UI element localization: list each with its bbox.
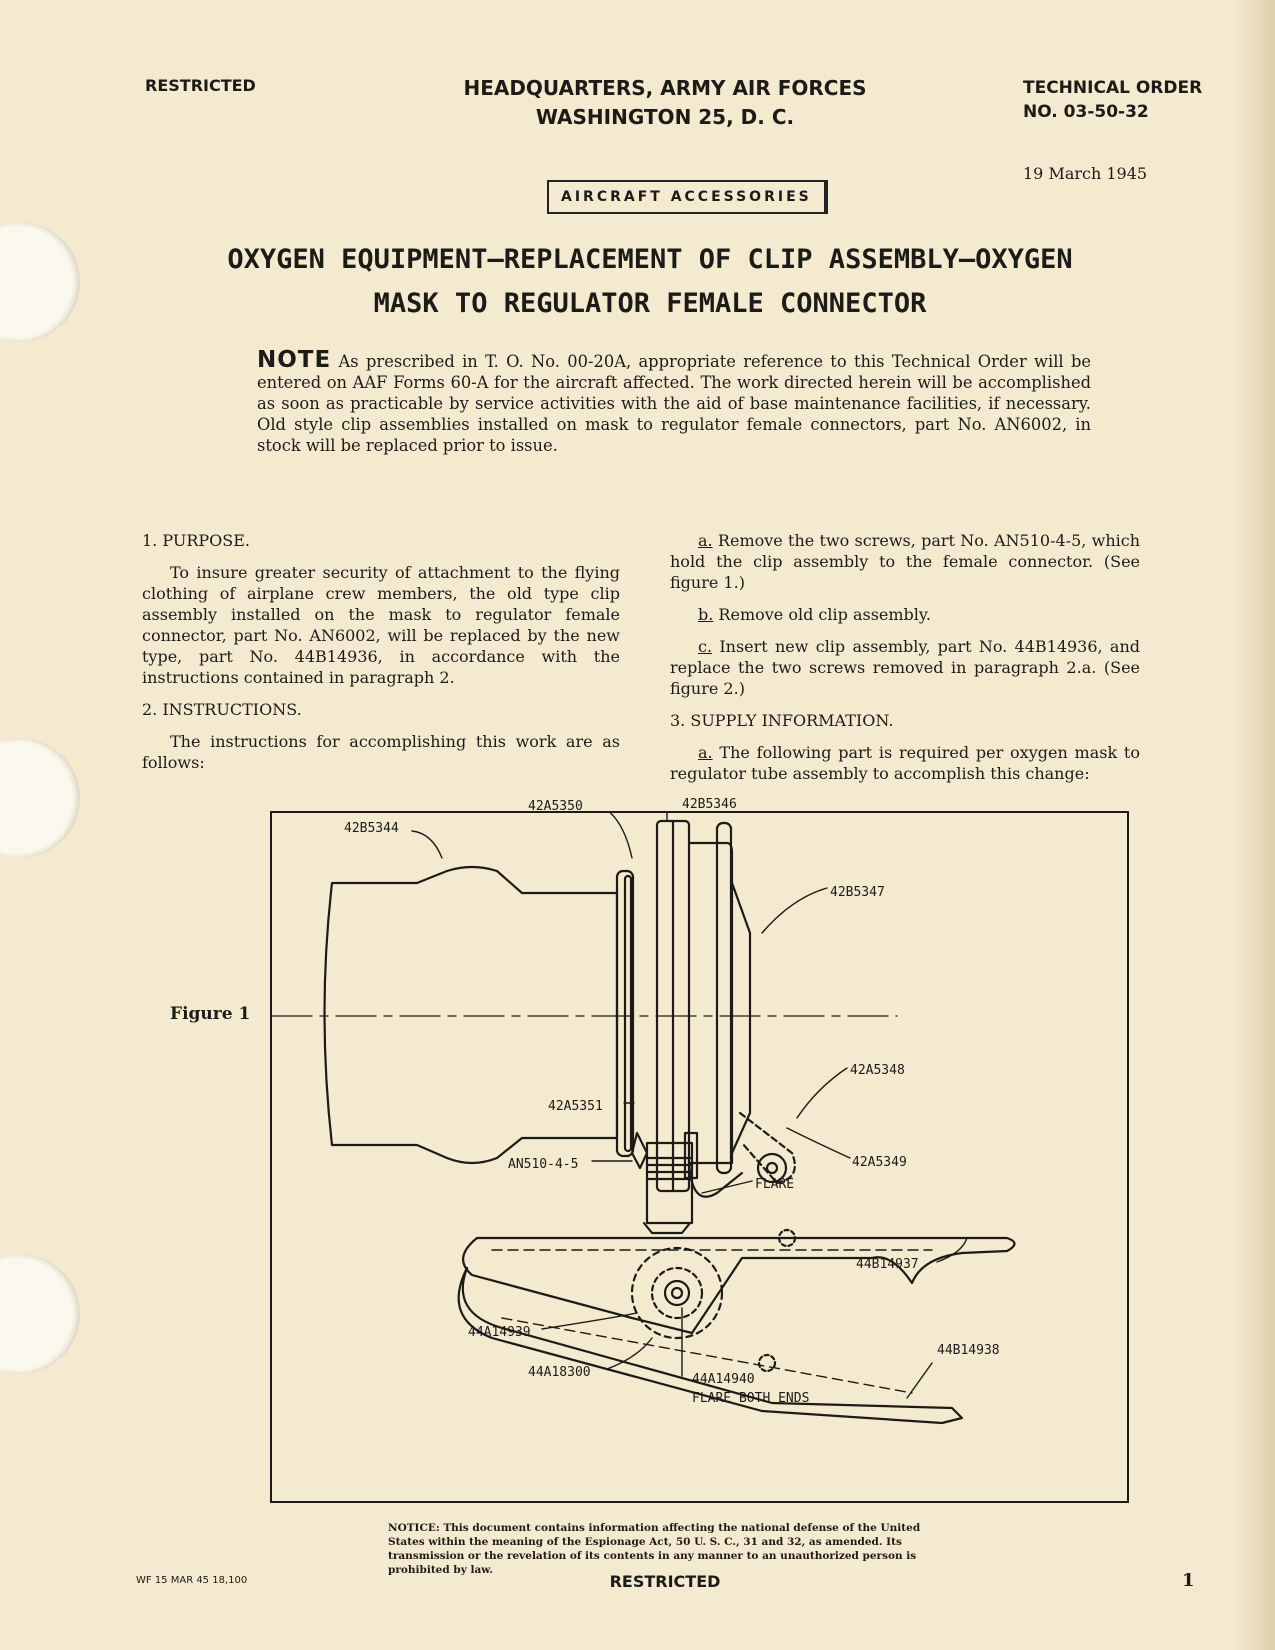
flare-top <box>642 1221 692 1235</box>
ring-inner <box>623 874 633 1153</box>
step-b-label: b. <box>698 605 714 624</box>
callout-44B14938: 44B14938 <box>937 1343 1000 1358</box>
page-edge-shading <box>1235 0 1275 1650</box>
note-paragraph: NOTE As prescribed in T. O. No. 00-20A, … <box>257 347 1092 456</box>
category-box: AIRCRAFT ACCESSORIES <box>547 180 828 214</box>
pivot-pin <box>663 1279 691 1307</box>
left-column: 1. PURPOSE. To insure greater security o… <box>142 530 620 784</box>
supply-a-text: The following part is required per oxyge… <box>670 743 1140 783</box>
step-c-text: Insert new clip assembly, part No. 44B14… <box>670 637 1140 698</box>
binder-hole-top <box>0 222 80 342</box>
to-line-2: NO. 03-50-32 <box>1023 102 1149 122</box>
supply-a-label: a. <box>698 743 713 762</box>
step-c-label: c. <box>698 637 713 656</box>
callout-flare-both-ends: FLARE BOTH ENDS <box>692 1391 810 1406</box>
purpose-heading: 1. PURPOSE. <box>142 531 250 550</box>
binder-hole-middle <box>0 738 80 858</box>
step-a: a. Remove the two screws, part No. AN510… <box>670 530 1140 593</box>
header-organization: HEADQUARTERS, ARMY AIR FORCES WASHINGTON… <box>450 74 880 132</box>
leader-flare <box>701 1180 753 1194</box>
callout-42B5347: 42B5347 <box>830 885 885 900</box>
screw-nut <box>630 1131 649 1170</box>
technical-order-number: TECHNICAL ORDER NO. 03-50-32 <box>1023 76 1202 124</box>
binder-hole-bottom <box>0 1254 80 1374</box>
clip-top-plate <box>462 1236 1016 1335</box>
step-b-text: Remove old clip assembly. <box>718 605 931 624</box>
title-line-2: MASK TO REGULATOR FEMALE CONNECTOR <box>373 288 927 319</box>
step-c: c. Insert new clip assembly, part No. 44… <box>670 636 1140 699</box>
to-line-1: TECHNICAL ORDER <box>1023 78 1203 98</box>
leader-44A18300 <box>606 1337 653 1370</box>
header-classification: RESTRICTED <box>145 76 256 95</box>
org-line-2: WASHINGTON 25, D. C. <box>535 105 795 129</box>
figure-label: Figure 1 <box>170 1004 251 1024</box>
note-text: As prescribed in T. O. No. 00-20A, appro… <box>257 352 1092 455</box>
title-line-1: OXYGEN EQUIPMENT—REPLACEMENT OF CLIP ASS… <box>227 244 1073 275</box>
callout-42A5351: 42A5351 <box>548 1099 603 1114</box>
callout-44B14937: 44B14937 <box>856 1257 919 1272</box>
leader-42B5347 <box>761 887 828 934</box>
leader-42A5350 <box>596 804 633 859</box>
latch-dashed <box>738 1111 796 1185</box>
instructions-heading: 2. INSTRUCTIONS. <box>142 700 302 719</box>
callout-42B5346: 42B5346 <box>682 797 737 812</box>
security-notice: NOTICE: This document contains informati… <box>388 1522 921 1576</box>
callout-42A5350: 42A5350 <box>528 799 583 814</box>
clip-lever-hidden <box>501 1317 913 1394</box>
figure-1-drawing <box>271 800 1016 1425</box>
callout-44A18300: 44A18300 <box>528 1365 591 1380</box>
step-a-text: Remove the two screws, part No. AN510-4-… <box>670 531 1141 592</box>
callout-42A5349: 42A5349 <box>852 1155 907 1170</box>
supply-a: a. The following part is required per ox… <box>670 742 1140 784</box>
pivot-pin-center <box>670 1286 684 1300</box>
leader-42A5349 <box>786 1127 851 1159</box>
callout-44A14940: 44A14940 <box>692 1372 755 1387</box>
tube-body <box>323 865 619 1165</box>
document-title: OXYGEN EQUIPMENT—REPLACEMENT OF CLIP ASS… <box>150 238 1150 326</box>
flange <box>687 841 734 1165</box>
callout-42A5348: 42A5348 <box>850 1063 905 1078</box>
hinge-pin <box>756 1152 788 1184</box>
instructions-text: The instructions for accomplishing this … <box>142 732 620 772</box>
step-a-label: a. <box>698 531 713 550</box>
screw-block <box>645 1141 694 1225</box>
page-number: 1 <box>1182 1570 1195 1591</box>
leader-44B14938 <box>906 1362 933 1399</box>
rivet-top <box>777 1228 797 1248</box>
flange-taper <box>730 881 752 1155</box>
right-column: a. Remove the two screws, part No. AN510… <box>670 530 1140 795</box>
flange-rim <box>715 821 733 1175</box>
step-b: b. Remove old clip assembly. <box>670 604 1140 625</box>
footer-classification: RESTRICTED <box>609 1572 721 1591</box>
clip-lever <box>457 1266 964 1425</box>
issue-date: 19 March 1945 <box>1023 164 1148 183</box>
leader-42B5344 <box>411 830 443 859</box>
leader-42A5348 <box>796 1067 848 1119</box>
callout-44A14939: 44A14939 <box>468 1325 531 1340</box>
leader-44B14937 <box>936 1237 968 1263</box>
pivot-spring-inner <box>650 1266 704 1320</box>
pivot-spring <box>630 1246 724 1340</box>
hinge-pin-center <box>765 1161 779 1175</box>
purpose-text: To insure greater security of attachment… <box>142 563 620 687</box>
callout-42B5344: 42B5344 <box>344 821 399 836</box>
rivet-bottom <box>757 1353 777 1373</box>
leader-42B5346 <box>666 800 681 822</box>
print-code: WF 15 MAR 45 18,100 <box>136 1575 248 1586</box>
note-tag: NOTE <box>257 347 332 373</box>
callout-flare: FLARE <box>755 1177 795 1192</box>
figure-1-frame: 42B5344 42A5350 42B5346 42B5347 42A5348 … <box>270 797 1129 1503</box>
supply-heading: 3. SUPPLY INFORMATION. <box>670 711 894 730</box>
ring-front <box>615 869 635 1158</box>
org-line-1: HEADQUARTERS, ARMY AIR FORCES <box>463 76 867 100</box>
callout-AN510-4-5: AN510-4-5 <box>508 1157 579 1172</box>
leader-44A14939 <box>541 1312 638 1330</box>
screw-pin <box>683 1131 699 1180</box>
